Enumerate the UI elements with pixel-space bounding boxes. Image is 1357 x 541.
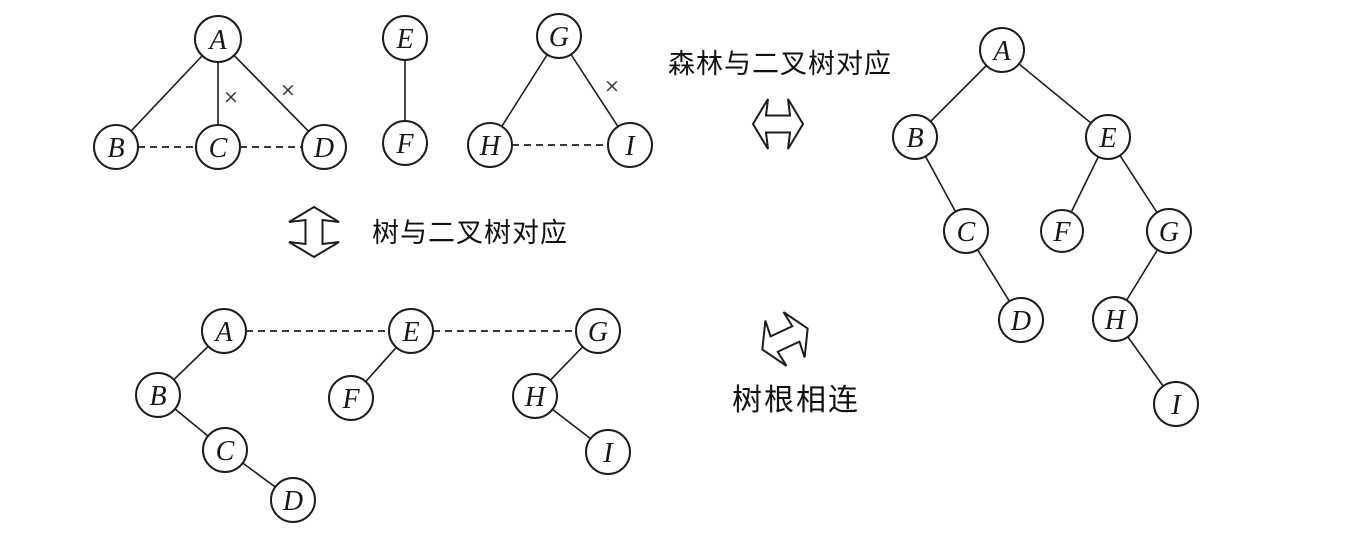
node-circle-F: [328, 375, 374, 421]
node-label-B: B: [906, 123, 923, 154]
node-label-E: E: [395, 24, 413, 55]
vertical-double-arrow-icon: [288, 206, 340, 258]
node-label-B: B: [107, 133, 124, 164]
node-label-F: F: [395, 129, 414, 160]
node-circle-C: [195, 124, 241, 170]
node-label-F: F: [341, 384, 360, 415]
node-label-F: F: [1052, 217, 1071, 248]
node-label-A: A: [991, 36, 1011, 67]
node-circle-E: [388, 308, 434, 354]
edge-A-D: [217, 38, 325, 148]
node-label-D: D: [1010, 306, 1031, 337]
node-label-H: H: [524, 382, 547, 413]
node-circle-C: [943, 208, 989, 254]
node-circle-I: [1153, 381, 1199, 427]
forest-binary-correspondence: 森林与二叉树对应: [668, 49, 892, 150]
diagonal-double-arrow-icon: [750, 304, 820, 374]
node-label-A: A: [213, 317, 233, 348]
tree-binary-correspondence: 树与二叉树对应: [288, 206, 568, 258]
node-circle-C: [202, 427, 248, 473]
node-label-D: D: [282, 486, 303, 517]
node-circle-B: [892, 114, 938, 160]
roots-connected-correspondence: 树根相连: [732, 304, 860, 417]
node-circle-I: [585, 429, 631, 475]
node-label-H: H: [479, 131, 502, 162]
node-circle-H: [512, 373, 558, 419]
cut-mark-A-D: ×: [280, 79, 296, 101]
node-circle-G: [536, 13, 582, 59]
node-circle-B: [135, 372, 181, 418]
node-circle-F: [382, 120, 428, 166]
node-label-E: E: [1098, 123, 1116, 154]
node-label-I: I: [602, 438, 614, 469]
node-label-D: D: [313, 133, 334, 164]
node-label-E: E: [401, 317, 419, 348]
node-circle-F: [1040, 209, 1084, 253]
binary-tree-result: A B E C F G D H I: [892, 27, 1199, 427]
caption-roots-connected: 树根相连: [732, 384, 860, 417]
node-label-I: I: [624, 131, 636, 162]
node-circle-B: [93, 124, 139, 170]
node-circle-A: [979, 27, 1025, 73]
node-label-C: C: [957, 217, 976, 248]
node-circle-H: [467, 122, 513, 168]
forest-original: × × × A B C D E F G H I: [93, 13, 653, 170]
cut-mark-A-C: ×: [223, 86, 239, 108]
caption-forest-binary: 森林与二叉树对应: [668, 49, 892, 79]
node-circle-A: [194, 15, 242, 63]
node-label-A: A: [207, 25, 227, 56]
node-label-G: G: [1159, 217, 1179, 248]
node-label-H: H: [1104, 305, 1127, 336]
node-label-B: B: [149, 381, 166, 412]
caption-tree-binary: 树与二叉树对应: [372, 218, 568, 248]
forest-binary-form: A B C D E F G H I: [135, 308, 631, 523]
node-label-G: G: [588, 317, 608, 348]
edge-A-B: [115, 38, 219, 148]
node-circle-G: [575, 308, 621, 354]
node-circle-G: [1146, 208, 1192, 254]
node-circle-E: [1085, 114, 1131, 160]
node-label-G: G: [549, 22, 569, 53]
node-label-I: I: [1170, 390, 1182, 421]
node-circle-A: [201, 308, 247, 354]
node-circle-E: [382, 15, 428, 61]
node-circle-D: [998, 297, 1044, 343]
node-label-C: C: [216, 436, 235, 467]
node-circle-H: [1092, 296, 1138, 342]
horizontal-double-arrow-icon: [752, 98, 804, 150]
cut-mark-G-I: ×: [604, 75, 620, 97]
node-circle-I: [607, 122, 653, 168]
node-circle-D: [301, 124, 347, 170]
node-circle-D: [270, 477, 316, 523]
node-label-C: C: [209, 133, 228, 164]
